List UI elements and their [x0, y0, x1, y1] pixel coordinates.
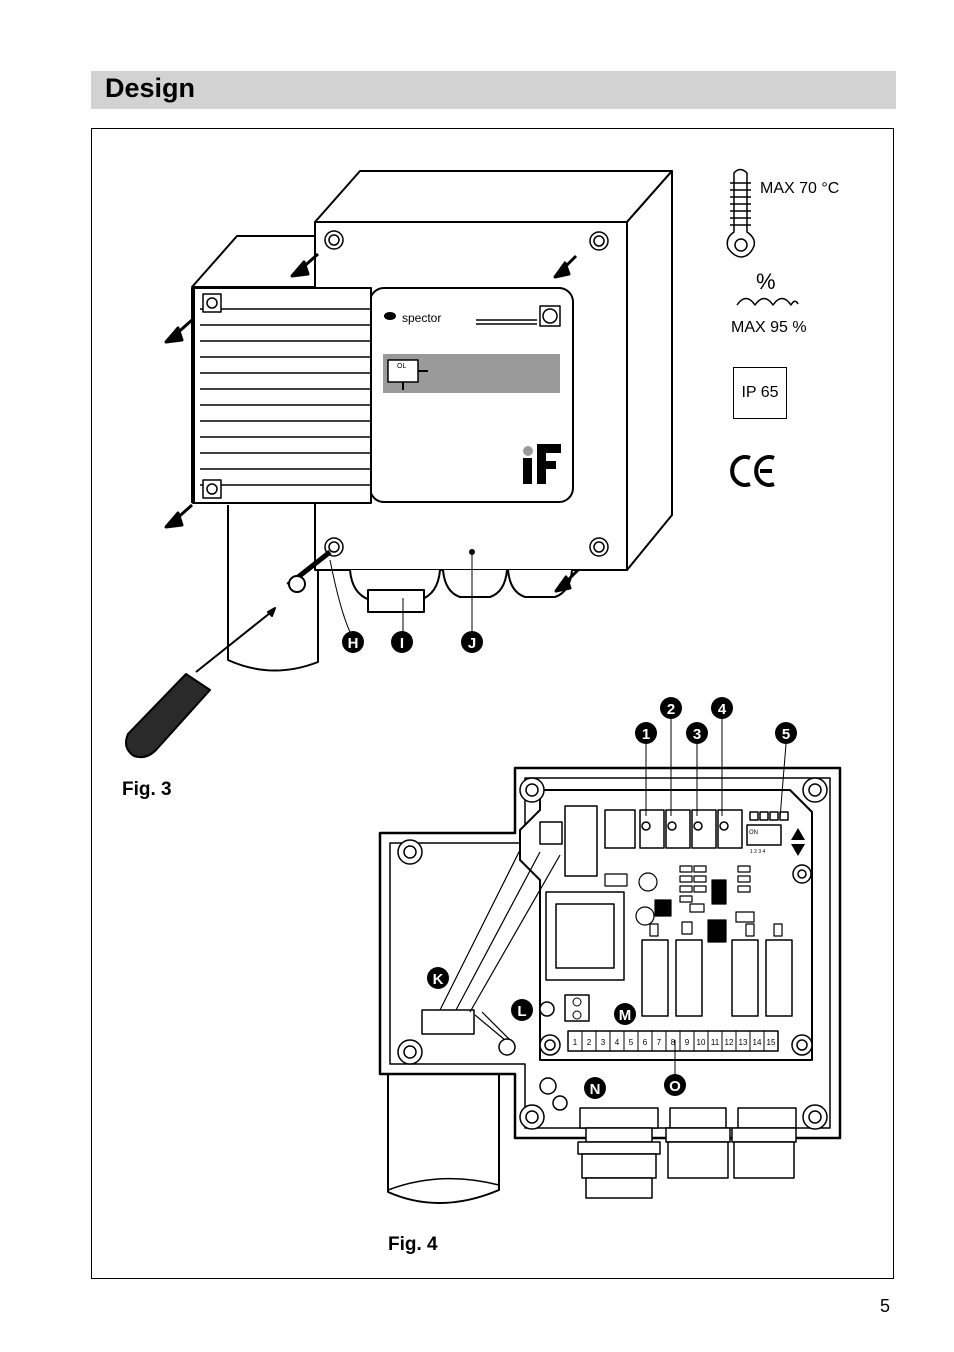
fig3-callouts: H I J: [342, 631, 483, 653]
fig4-housing-drawing: [378, 719, 842, 1204]
fig3-caption: Fig. 3: [122, 779, 172, 800]
figure-frame: [91, 128, 894, 1279]
humidity-spec: MAX 95 %: [731, 319, 807, 336]
callout-m: M: [619, 1007, 632, 1024]
callout-5: 5: [782, 726, 790, 743]
brand-logo-text: spector: [402, 311, 441, 325]
terminal-label: 9: [685, 1038, 690, 1047]
callout-3: 3: [693, 726, 701, 743]
callout-h: H: [348, 635, 359, 652]
callout-l: L: [517, 1003, 526, 1020]
callout-1: 1: [642, 726, 650, 743]
terminal-label: 2: [587, 1038, 592, 1047]
terminal-numbers: 1 2 3 4 5 6 7 8 9 10 11 12 13 14 15: [573, 1038, 776, 1047]
callout-n: N: [590, 1081, 601, 1098]
callout-j: J: [468, 635, 476, 652]
ip-rating-box: IP 65: [733, 367, 787, 419]
terminal-label: 6: [643, 1038, 648, 1047]
callout-4: 4: [718, 701, 727, 718]
terminal-label: 7: [657, 1038, 662, 1047]
terminal-label: 1: [573, 1038, 578, 1047]
fig3-enclosure-drawing: [125, 170, 673, 759]
humidity-symbol: %: [756, 269, 776, 294]
terminal-label: 3: [601, 1038, 606, 1047]
terminal-label: 8: [671, 1038, 676, 1047]
terminal-label: 10: [697, 1038, 706, 1047]
fig4-caption: Fig. 4: [388, 1234, 438, 1255]
terminal-label: 14: [753, 1038, 762, 1047]
terminal-label: 4: [615, 1038, 620, 1047]
callout-2: 2: [667, 701, 675, 718]
terminal-label: 15: [767, 1038, 776, 1047]
thermometer-icon: [726, 168, 756, 258]
callout-o: O: [669, 1078, 681, 1095]
dip-switch-label: ON: [749, 830, 758, 836]
callout-k: K: [433, 971, 444, 988]
ce-mark-icon: [730, 455, 775, 487]
section-title: Design: [105, 73, 196, 103]
callout-i: I: [400, 635, 404, 652]
terminal-label: 13: [739, 1038, 748, 1047]
temperature-spec: MAX 70 °C: [760, 180, 839, 197]
dip-switch-numbers: 1 2 3 4: [750, 849, 766, 855]
terminal-label: 5: [629, 1038, 634, 1047]
page-number: 5: [880, 1296, 891, 1316]
fig4-number-callouts: 1 2 3 4 5: [635, 697, 797, 744]
terminal-label: 11: [711, 1038, 720, 1047]
section-header-bar: Design: [91, 71, 896, 109]
display-label: OL: [397, 363, 406, 370]
humidity-wave-icon: [736, 297, 799, 306]
fig4-letter-callouts: K L M N O: [427, 967, 686, 1099]
terminal-label: 12: [725, 1038, 734, 1047]
